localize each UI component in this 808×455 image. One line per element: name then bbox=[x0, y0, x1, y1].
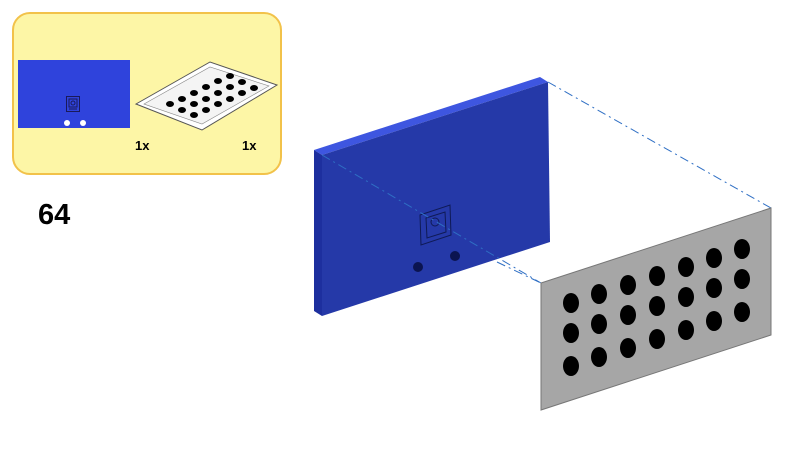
part-quantity-perforated-plate: 1x bbox=[242, 138, 257, 153]
panel-hole bbox=[450, 251, 460, 261]
hole-dot bbox=[80, 120, 86, 126]
panel-hole bbox=[413, 262, 423, 272]
mount-icon bbox=[66, 96, 80, 112]
mount-icon bbox=[419, 204, 452, 246]
part-quantity-blue-panel: 1x bbox=[135, 138, 150, 153]
step-number: 64 bbox=[38, 199, 71, 231]
perforated-plate-3d bbox=[540, 207, 772, 411]
guide-lines bbox=[321, 81, 772, 284]
hole-dot bbox=[64, 120, 70, 126]
part-thumbnail-perforated-plate bbox=[134, 61, 279, 131]
part-thumbnail-blue-panel bbox=[18, 60, 130, 128]
blue-panel-3d bbox=[314, 77, 550, 316]
